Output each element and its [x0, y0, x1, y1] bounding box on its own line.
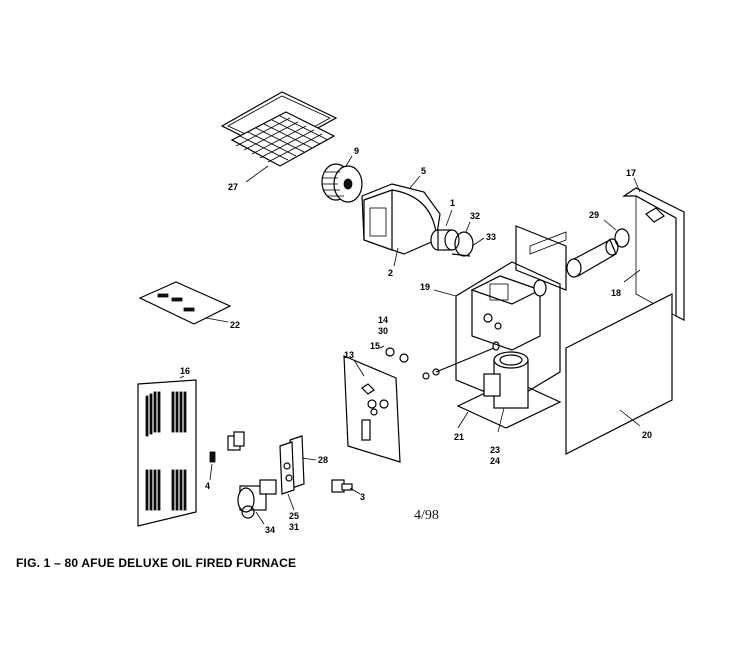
label-28: 28 — [318, 455, 328, 465]
label-34: 34 — [265, 525, 275, 535]
part-20-side-panel — [565, 293, 673, 455]
label-24: 24 — [490, 456, 500, 466]
label-20: 20 — [642, 430, 652, 440]
part-33-mount-bracket — [451, 237, 485, 257]
part-17-rear-panel — [622, 177, 685, 321]
part-5-blower-housing — [361, 175, 441, 255]
label-29: 29 — [589, 210, 599, 220]
part-28-control-box — [279, 435, 317, 511]
label-14: 14 — [378, 315, 388, 325]
part-4-clip — [209, 431, 245, 481]
part-23-combustion-chamber — [483, 351, 529, 433]
part-34-oil-burner — [237, 479, 277, 525]
part-29-flue-ring — [603, 219, 630, 248]
part-9-blower-wheel — [321, 155, 363, 203]
label-19: 19 — [420, 282, 430, 292]
label-23: 23 — [490, 445, 500, 455]
label-17: 17 — [626, 168, 636, 178]
label-13: 13 — [344, 350, 354, 360]
part-1-blower-motor — [430, 209, 460, 251]
part-16-front-door — [137, 375, 197, 527]
part-15-plug — [379, 345, 409, 363]
label-15: 15 — [370, 341, 380, 351]
date-code: 4/98 — [414, 508, 439, 523]
label-30: 30 — [378, 326, 388, 336]
label-1: 1 — [450, 198, 455, 208]
label-32: 32 — [470, 211, 480, 221]
label-22: 22 — [230, 320, 240, 330]
part-32-motor-mount — [454, 221, 474, 257]
label-21: 21 — [454, 432, 464, 442]
label-2: 2 — [388, 268, 393, 278]
part-27-filter-frame — [220, 91, 338, 183]
figure-caption: FIG. 1 – 80 AFUE DELUXE OIL FIRED FURNAC… — [16, 556, 297, 570]
part-19-heat-exchanger — [433, 225, 567, 403]
part-22-access-plate — [138, 281, 232, 325]
label-3: 3 — [360, 492, 365, 502]
label-27: 27 — [228, 182, 238, 192]
label-9: 9 — [354, 146, 359, 156]
label-31: 31 — [289, 522, 299, 532]
burner-tube — [422, 341, 500, 380]
part-3-switch — [331, 479, 361, 495]
label-18: 18 — [611, 288, 621, 298]
part-number-labels: 27 9 5 1 32 33 2 17 29 19 18 22 14 30 15… — [180, 146, 652, 535]
flue-pipe — [566, 238, 619, 278]
label-33: 33 — [486, 232, 496, 242]
label-4: 4 — [205, 481, 210, 491]
part-13-control-panel — [343, 355, 401, 463]
label-25: 25 — [289, 511, 299, 521]
label-16: 16 — [180, 366, 190, 376]
label-5: 5 — [421, 166, 426, 176]
